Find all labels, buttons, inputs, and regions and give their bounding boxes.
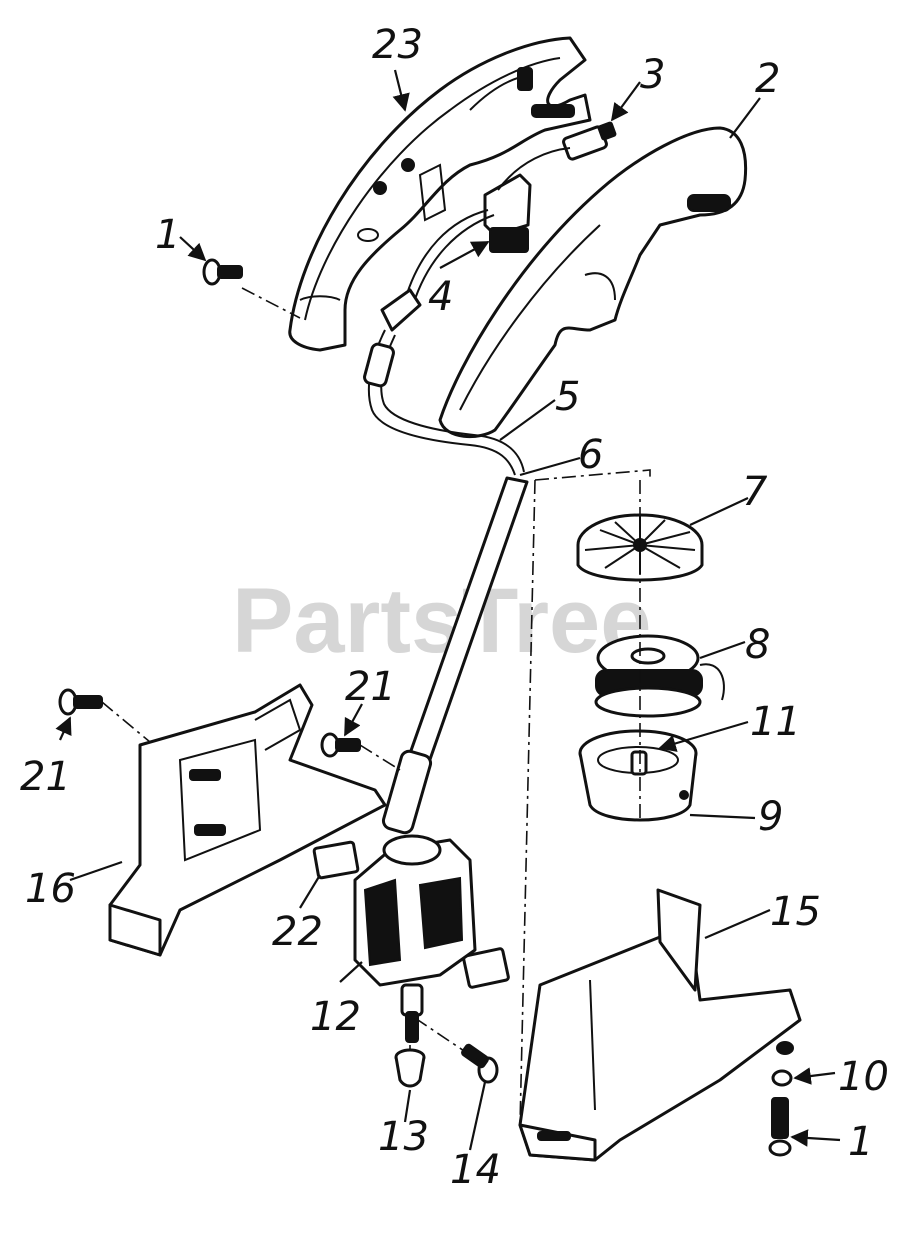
bushing-part-13 xyxy=(394,1048,426,1088)
centerline-1 xyxy=(241,287,301,319)
leader-1-top xyxy=(179,236,207,262)
leader-3 xyxy=(610,81,641,122)
leader-10 xyxy=(793,1067,836,1085)
leader-6 xyxy=(519,456,581,477)
callout-9: 9 xyxy=(758,794,783,840)
callout-6: 6 xyxy=(578,432,603,478)
callout-1-top: 1 xyxy=(155,212,180,258)
leader-7 xyxy=(689,497,749,526)
callout-1-bottom: 1 xyxy=(848,1119,873,1165)
callout-23: 23 xyxy=(372,22,423,68)
leader-4 xyxy=(439,241,490,269)
leader-22 xyxy=(299,874,321,909)
callout-7: 7 xyxy=(742,469,768,515)
screw-part-14 xyxy=(461,1043,499,1084)
handle-half-right-part-2 xyxy=(438,126,748,439)
cord-part-5 xyxy=(363,288,525,476)
callout-2: 2 xyxy=(755,56,780,102)
leader-2 xyxy=(729,97,761,139)
callout-8: 8 xyxy=(745,622,770,668)
motor-housing-right-part-15 xyxy=(518,888,802,1162)
callout-22: 22 xyxy=(272,909,323,955)
screw-part-21-right xyxy=(320,732,361,758)
callout-21-left: 21 xyxy=(20,754,71,800)
leader-15 xyxy=(704,908,771,940)
screw-part-1-top xyxy=(202,258,243,286)
motor-housing-left-part-16 xyxy=(108,683,387,957)
leader-21-right xyxy=(344,703,363,737)
centerline-outline-right xyxy=(534,469,651,481)
centerline-21-right xyxy=(359,744,401,771)
connector-part-3 xyxy=(562,121,617,161)
leader-14 xyxy=(468,1081,487,1151)
leader-5 xyxy=(499,399,556,441)
callout-10: 10 xyxy=(838,1054,889,1100)
leader-9 xyxy=(689,813,756,820)
brush-part-22 xyxy=(312,840,360,880)
callout-14: 14 xyxy=(450,1147,501,1193)
leader-16 xyxy=(69,860,123,882)
callout-5: 5 xyxy=(555,374,580,420)
leader-13 xyxy=(403,1089,412,1123)
callout-21-right: 21 xyxy=(345,664,396,710)
brush-second xyxy=(462,947,510,989)
callout-13: 13 xyxy=(378,1114,429,1160)
leader-8 xyxy=(699,640,746,660)
leader-23 xyxy=(392,69,410,112)
leader-21-left xyxy=(55,716,72,741)
callout-16: 16 xyxy=(25,866,76,912)
callout-3: 3 xyxy=(640,52,665,98)
nut-part-10 xyxy=(771,1041,794,1087)
motor-part-12 xyxy=(353,834,477,1043)
screw-part-21-left xyxy=(58,688,103,716)
leader-11 xyxy=(658,720,749,752)
leader-12 xyxy=(339,961,363,983)
screw-part-1-bottom xyxy=(768,1097,792,1157)
callout-11: 11 xyxy=(750,699,801,745)
callout-12: 12 xyxy=(310,994,361,1040)
callout-15: 15 xyxy=(770,889,821,935)
handle-half-left-part-23 xyxy=(288,36,592,352)
leader-1-bottom xyxy=(790,1129,841,1147)
watermark-text: PartsTree xyxy=(232,570,651,672)
line-spool-part-8 xyxy=(594,634,725,718)
switch-part-4 xyxy=(404,147,571,306)
callout-4: 4 xyxy=(428,274,453,320)
spool-housing-part-9 xyxy=(578,729,698,822)
centerline-21-left xyxy=(101,701,151,743)
shaft-tube-part-6 xyxy=(381,476,529,835)
